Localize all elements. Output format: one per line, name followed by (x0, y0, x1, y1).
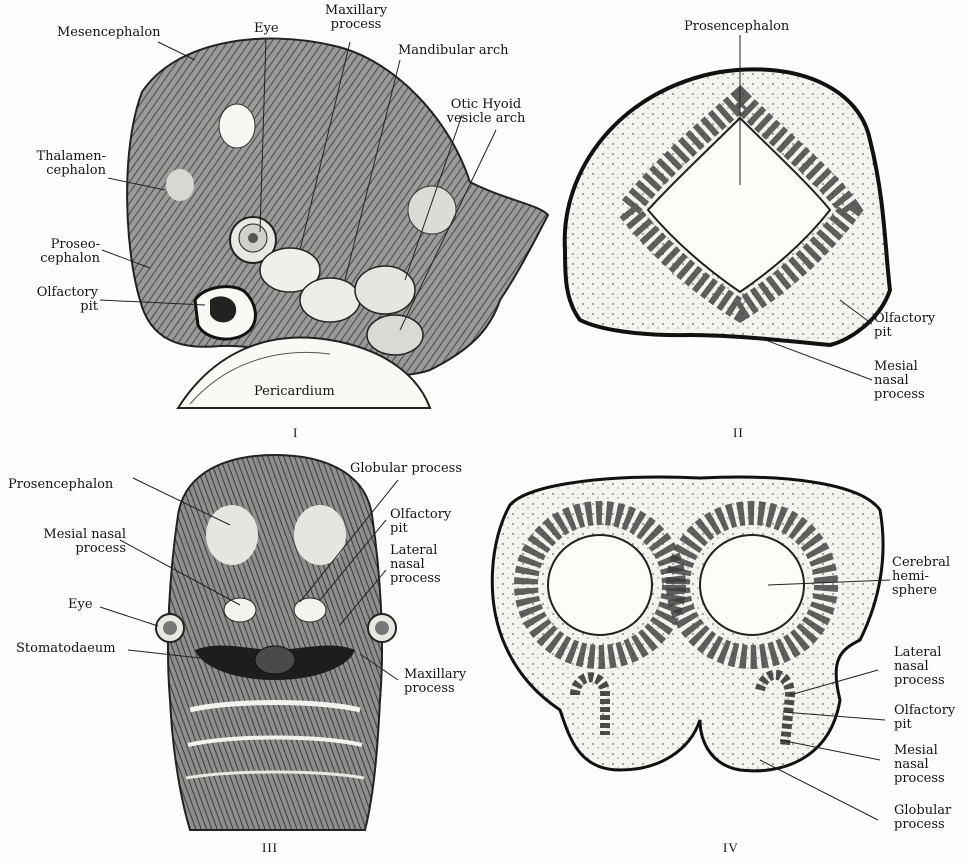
label-olfactory-pit-iii: Olfactory pit (390, 508, 451, 536)
label-pericardium: Pericardium (254, 385, 335, 399)
panel-numeral-iv: IV (723, 840, 739, 856)
label-olfactory-pit-iv: Olfactory pit (894, 704, 955, 732)
embryo-face-frontal (168, 455, 382, 830)
label-eye-iii: Eye (68, 598, 93, 612)
panel-numeral-ii: II (733, 425, 744, 441)
label-thalamencephalon: Thalamen- cephalon (6, 150, 106, 178)
label-proseocephalon: Proseo- cephalon (6, 238, 100, 266)
label-prosencephalon-iii: Prosencephalon (8, 478, 113, 492)
label-stomatodaeum: Stomatodaeum (16, 642, 116, 656)
label-globular-process-iv: Globular process (894, 804, 951, 832)
label-mesial-nasal-iii: Mesial nasal process (6, 528, 126, 556)
label-eye-i: Eye (254, 22, 279, 36)
label-mandibular-arch: Mandibular arch (398, 44, 508, 58)
embryo-head-lateral (127, 38, 548, 375)
label-olfactory-pit-i: Olfactory pit (6, 286, 98, 314)
label-lateral-nasal-iii: Lateral nasal process (390, 544, 441, 586)
label-mesial-nasal-ii: Mesial nasal process (874, 360, 925, 402)
panel-numeral-iii: III (262, 840, 278, 856)
label-olfactory-pit-ii: Olfactory pit (874, 312, 935, 340)
label-otic-hyoid: Otic Hyoid vesicle arch (436, 98, 536, 126)
panel-iv-drawing (492, 477, 883, 771)
label-mesencephalon: Mesencephalon (57, 26, 161, 40)
panel-ii-drawing (565, 69, 890, 345)
label-maxillary-process-i: Maxillary process (316, 4, 396, 32)
label-mesial-nasal-iv: Mesial nasal process (894, 744, 945, 786)
panel-numeral-i: I (293, 425, 298, 441)
label-globular-process-iii: Globular process (350, 462, 462, 476)
label-cerebral-hemisphere: Cerebral hemi- sphere (892, 556, 950, 598)
panel-iii-drawing (156, 455, 396, 830)
label-lateral-nasal-iv: Lateral nasal process (894, 646, 945, 688)
label-prosencephalon-ii: Prosencephalon (684, 20, 789, 34)
label-maxillary-process-iii: Maxillary process (404, 668, 466, 696)
